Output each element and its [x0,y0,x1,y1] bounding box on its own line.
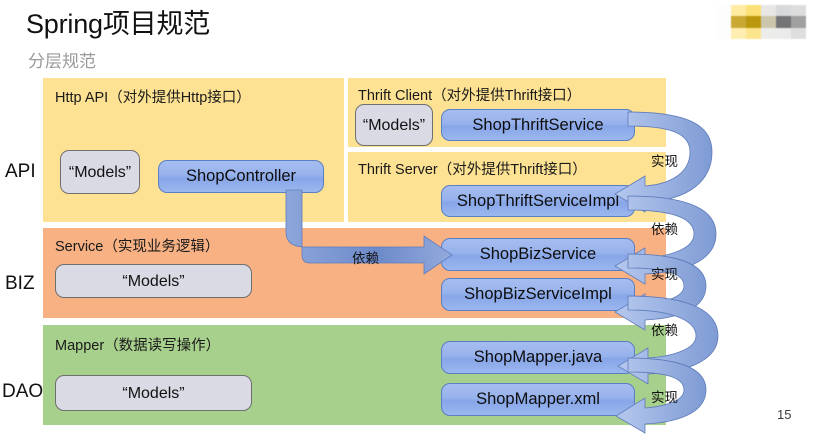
logo-cell [791,5,806,17]
logo-cell [746,5,761,17]
logo-cell [761,16,776,28]
panel-caption-http-api: Http API（对外提供Http接口） [55,90,251,106]
page-number: 15 [777,407,792,422]
model-box-thrift-client: “Models” [355,104,433,146]
component-shop-thrift-service-impl[interactable]: ShopThriftServiceImpl [441,185,635,217]
logo-cell [776,5,791,17]
model-box-http: “Models” [60,150,140,194]
layer-label-biz: BIZ [5,273,35,294]
panel-caption-mapper: Mapper（数据读写操作） [55,338,221,354]
panel-caption-thrift-client: Thrift Client（对外提供Thrift接口） [358,88,582,104]
brand-logo [716,5,806,39]
arrow-label-thriftservice-to-impl: 实现 [651,154,678,169]
model-box-service: “Models” [55,264,252,298]
component-shop-mapper-xml[interactable]: ShopMapper.xml [441,383,635,416]
logo-cell [716,27,731,39]
arrow-label-bizservice-to-bizimpl: 实现 [651,267,678,282]
logo-cell [761,27,776,39]
page-subtitle: 分层规范 [28,52,96,71]
component-shop-biz-service[interactable]: ShopBizService [441,238,635,271]
logo-cell [746,16,761,28]
component-shop-controller[interactable]: ShopController [158,160,324,193]
page-title: Spring项目规范 [26,9,211,39]
logo-cell [761,5,776,17]
model-box-mapper: “Models” [55,375,252,411]
arrow-label-bizimpl-to-mapperjava: 依赖 [651,323,678,338]
logo-cell [791,27,806,39]
logo-cell [776,27,791,39]
layer-label-dao: DAO [2,381,44,402]
logo-cell [776,16,791,28]
logo-cell [716,16,731,28]
arrow-label-thriftimpl-to-bizservice: 依赖 [651,222,678,237]
panel-caption-service: Service（实现业务逻辑） [55,239,220,255]
logo-cell [791,16,806,28]
component-shop-mapper-java[interactable]: ShopMapper.java [441,341,635,374]
arrow-label-controller-to-bizservice: 依赖 [352,251,379,266]
component-shop-biz-service-impl[interactable]: ShopBizServiceImpl [441,278,635,311]
logo-cell [731,27,746,39]
panel-caption-thrift-server: Thrift Server（对外提供Thrift接口） [358,162,587,178]
logo-cell [716,5,731,17]
layer-label-api: API [5,161,36,182]
component-shop-thrift-service[interactable]: ShopThriftService [441,109,635,141]
logo-cell [731,16,746,28]
arrow-label-mapperjava-to-mapperxml: 实现 [651,390,678,405]
logo-cell [746,27,761,39]
logo-cell [731,5,746,17]
